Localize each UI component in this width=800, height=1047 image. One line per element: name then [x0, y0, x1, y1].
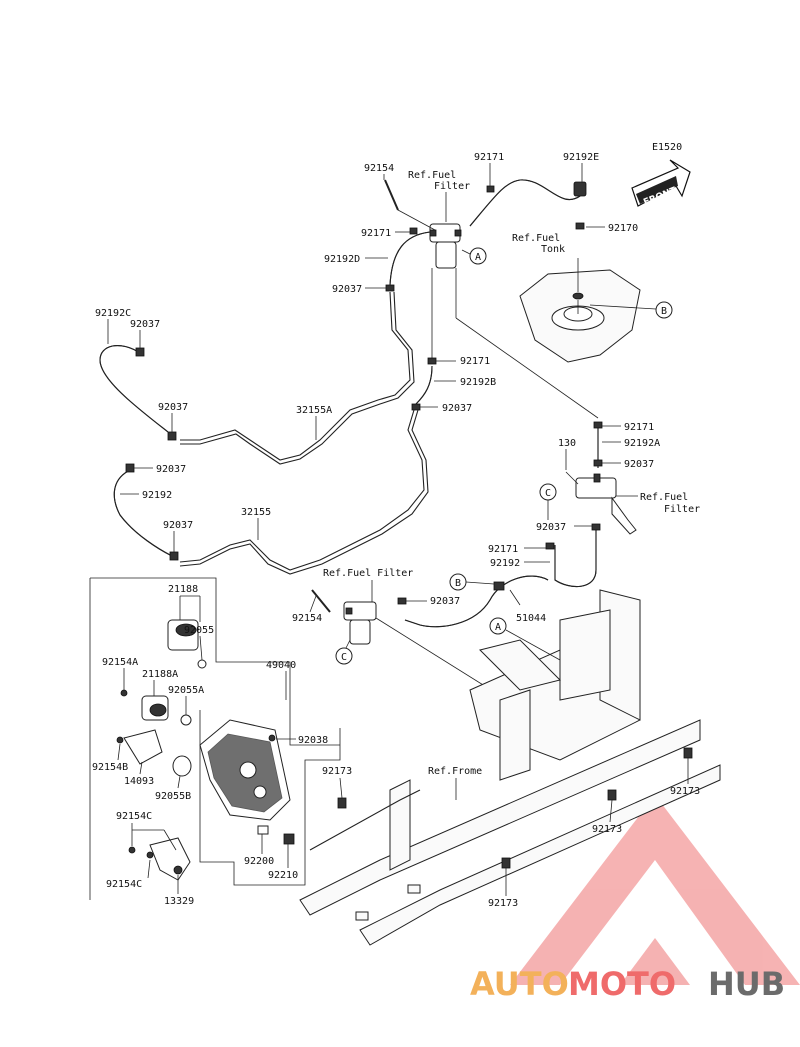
wordmark-moto: MOTO	[568, 965, 676, 1003]
part-92055a: 92055A	[168, 685, 204, 696]
wordmark-hub: HUB	[708, 965, 785, 1003]
part-92037-i: 92037	[430, 596, 460, 607]
part-92192d: 92192D	[324, 254, 360, 265]
ref-fuel-filter-right-line2: Filter	[664, 504, 700, 515]
part-92170: 92170	[608, 223, 638, 234]
part-92171-top: 92171	[474, 152, 504, 163]
fuel-filter-top	[429, 223, 462, 269]
ref-fuel-filter-top-line2: Filter	[434, 181, 470, 192]
part-92171-low: 92171	[488, 544, 518, 555]
ref-fuel-filter-mid: Ref.Fuel Filter	[323, 568, 413, 579]
part-92173-b: 92173	[670, 786, 700, 797]
solenoid	[167, 619, 207, 669]
part-130: 130	[558, 438, 576, 449]
part-32155: 32155	[241, 507, 271, 518]
part-92192c: 92192C	[95, 308, 131, 319]
part-92154b: 92154B	[92, 762, 128, 773]
part-92037-h: 92037	[536, 522, 566, 533]
part-92055b: 92055B	[155, 791, 191, 802]
part-92154-top: 92154	[364, 163, 394, 174]
part-92171-right: 92171	[624, 422, 654, 433]
part-92192b: 92192B	[460, 377, 496, 388]
solenoid-a	[120, 689, 192, 726]
part-92200: 92200	[244, 856, 274, 867]
part-13329: 13329	[164, 896, 194, 907]
part-92171-mid: 92171	[460, 356, 490, 367]
part-92173-c: 92173	[592, 824, 622, 835]
callout-b-mid: B	[455, 578, 461, 589]
part-92192: 92192	[142, 490, 172, 501]
part-14093: 14093	[124, 776, 154, 787]
part-92154-mid: 92154	[292, 613, 322, 624]
part-92154c-2: 92154C	[106, 879, 142, 890]
ref-fuel-filter-right: Ref.Fuel	[640, 492, 688, 503]
part-92038: 92038	[298, 735, 328, 746]
front-arrow-icon: FRONT	[631, 159, 691, 208]
injection-pump	[199, 719, 291, 821]
automotohub-wordmark: AUTO MOTO HUB	[470, 965, 785, 1003]
part-21188: 21188	[168, 584, 198, 595]
part-92173-d: 92173	[488, 898, 518, 909]
callout-c-right: C	[545, 488, 551, 499]
part-92037-g: 92037	[624, 459, 654, 470]
part-21188a: 21188A	[142, 669, 178, 680]
callout-c-mid: C	[341, 652, 347, 663]
fuel-tank	[519, 269, 641, 363]
bracket	[123, 729, 163, 765]
callout-b-top: B	[661, 306, 667, 317]
part-92154c: 92154C	[116, 811, 152, 822]
part-92037-a: 92037	[332, 284, 362, 295]
part-51044: 51044	[516, 613, 546, 624]
ref-frame: Ref.Frome	[428, 766, 482, 777]
callout-a-top: A	[475, 252, 481, 263]
part-92173-a: 92173	[322, 766, 352, 777]
part-92171-left: 92171	[361, 228, 391, 239]
part-92037-d: 92037	[158, 402, 188, 413]
vehicle-frame	[299, 589, 721, 946]
ref-fuel-filter-top: Ref.Fuel	[408, 170, 456, 181]
wordmark-auto: AUTO	[470, 965, 569, 1003]
part-92037-e: 92037	[156, 464, 186, 475]
part-92037-c: 92037	[442, 403, 472, 414]
part-92037-b: 92037	[130, 319, 160, 330]
part-32155a: 32155A	[296, 405, 332, 416]
fuel-filter-right	[575, 473, 637, 535]
fuel-filter-mid	[343, 601, 377, 645]
ref-fuel-tank: Ref.Fuel	[512, 233, 560, 244]
part-92192e: 92192E	[563, 152, 599, 163]
part-92055: 92055	[184, 625, 214, 636]
diagram-code: E1520	[652, 142, 682, 153]
part-92037-f: 92037	[163, 520, 193, 531]
part-92154a: 92154A	[102, 657, 138, 668]
callout-a-mid: A	[495, 622, 501, 633]
automotohub-logo	[510, 795, 800, 985]
part-49040: 49040	[266, 660, 296, 671]
ref-fuel-tank-line2: Tonk	[541, 244, 565, 255]
part-92192a: 92192A	[624, 438, 660, 449]
part-92210: 92210	[268, 870, 298, 881]
part-92192-low: 92192	[490, 558, 520, 569]
